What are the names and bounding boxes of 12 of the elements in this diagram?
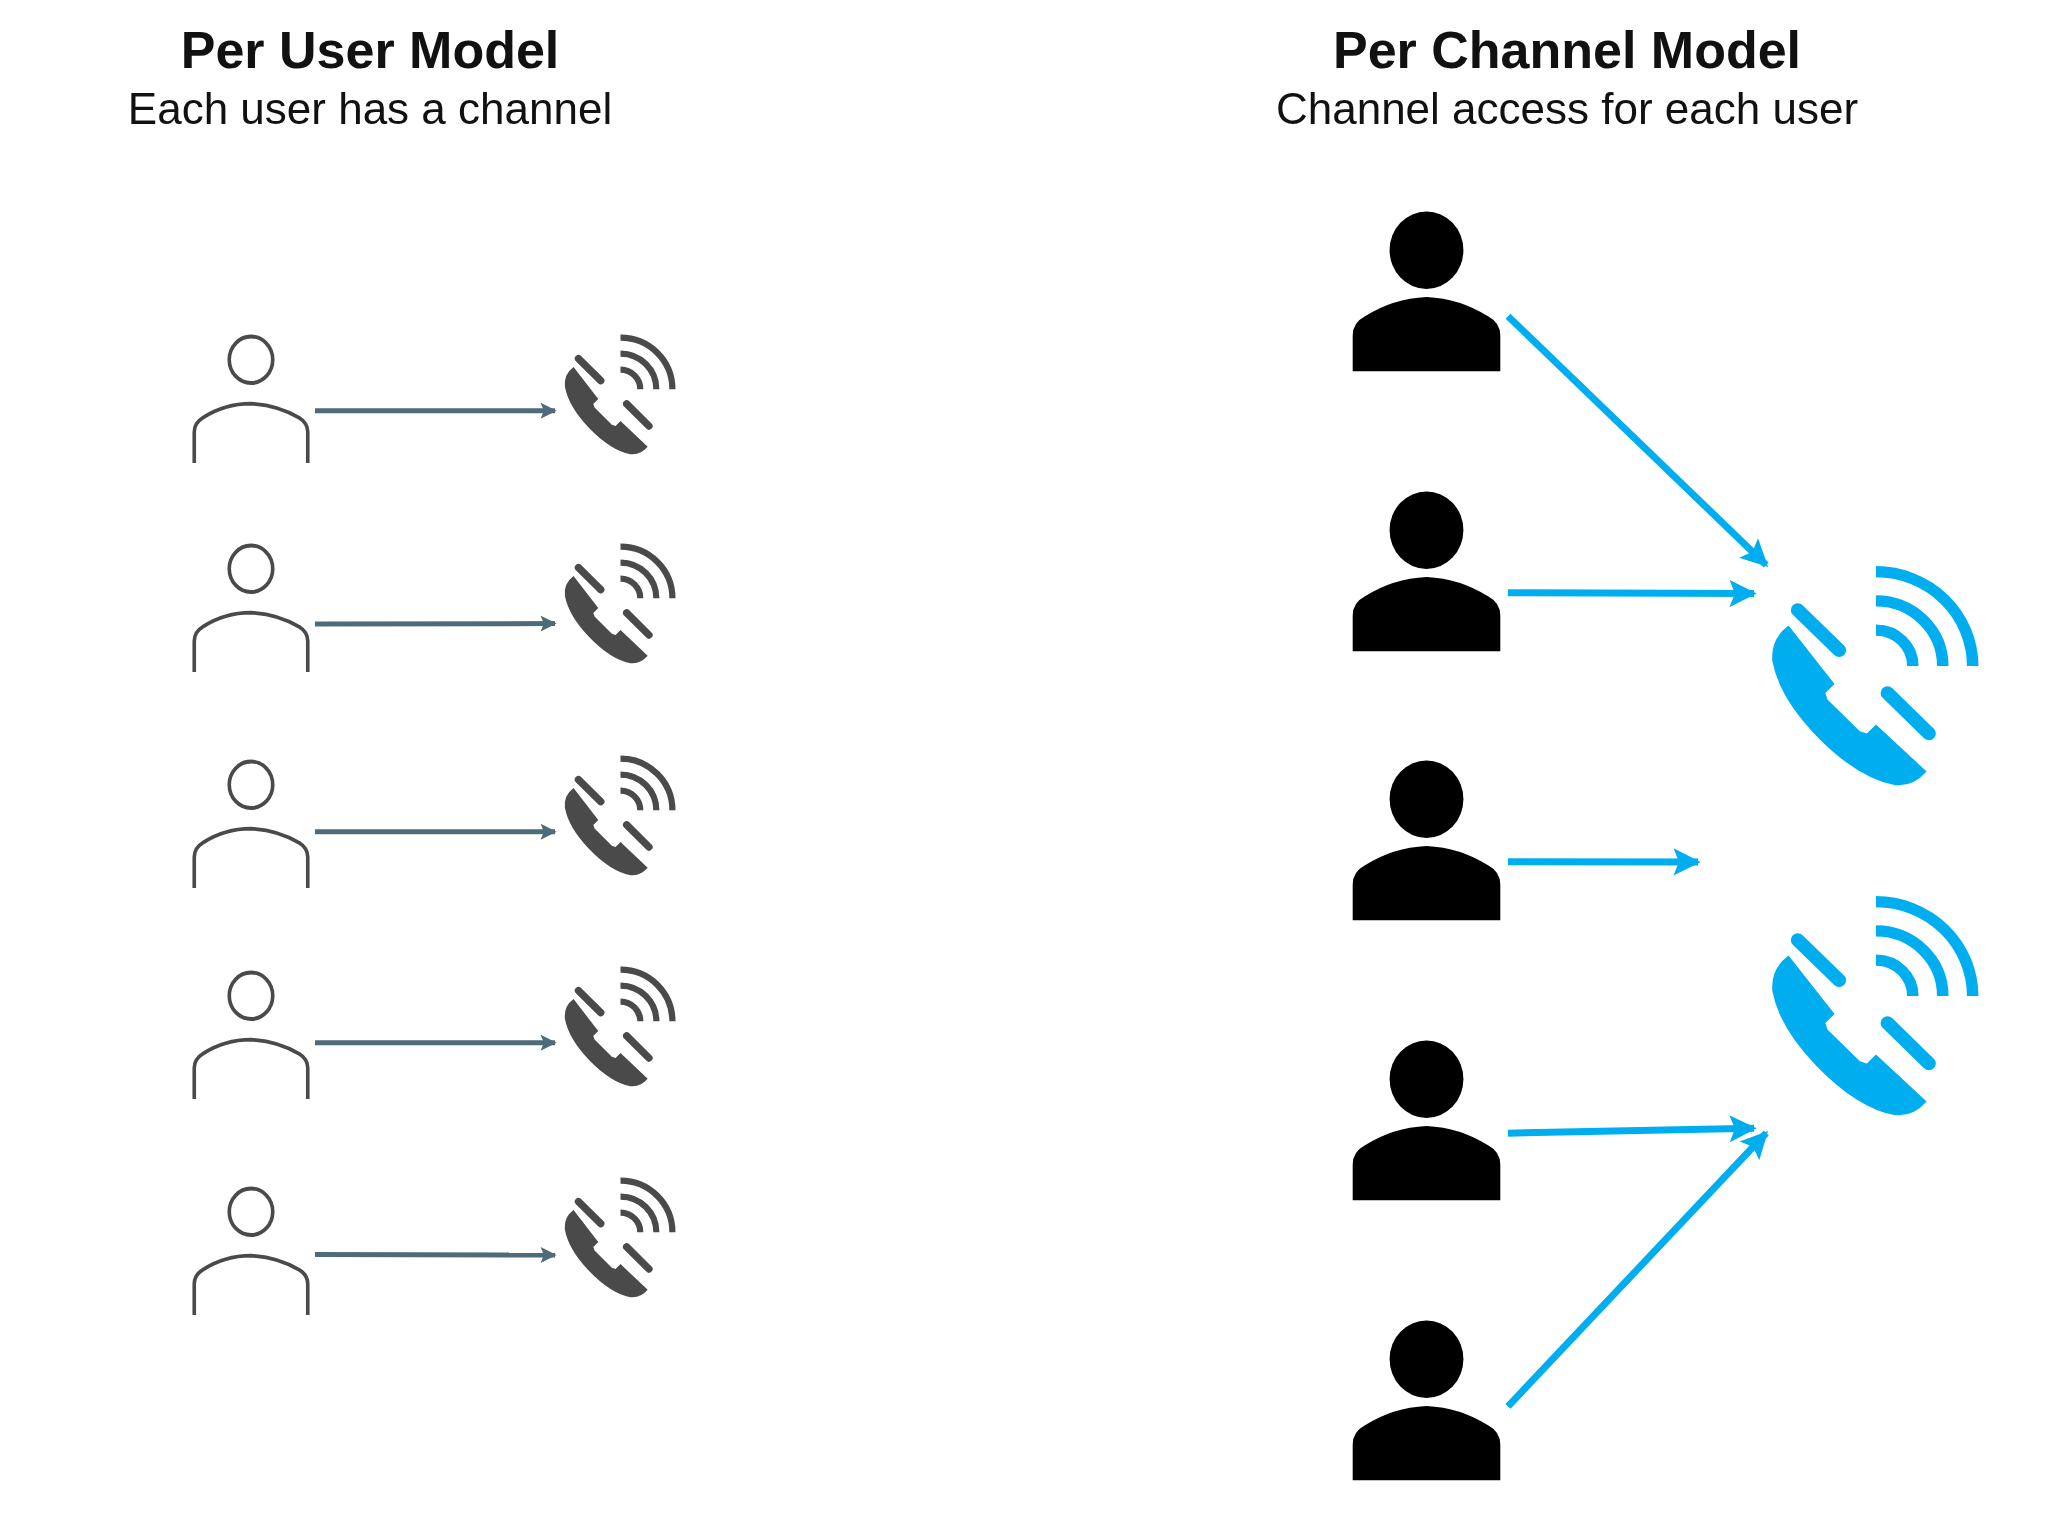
arrow	[1507, 1115, 1757, 1143]
arrow	[315, 615, 557, 632]
arrow	[315, 1247, 557, 1263]
heading: Per Channel Model	[1332, 20, 1802, 80]
arrow	[1505, 1130, 1769, 1409]
heading: Per User Model	[180, 20, 560, 80]
arrow	[1505, 313, 1769, 568]
arrow	[315, 823, 557, 840]
subheading: Each user has a channel	[127, 84, 613, 134]
arrow	[315, 1034, 557, 1051]
arrow	[315, 402, 557, 419]
subheading: Channel access for each user	[1275, 84, 1859, 134]
